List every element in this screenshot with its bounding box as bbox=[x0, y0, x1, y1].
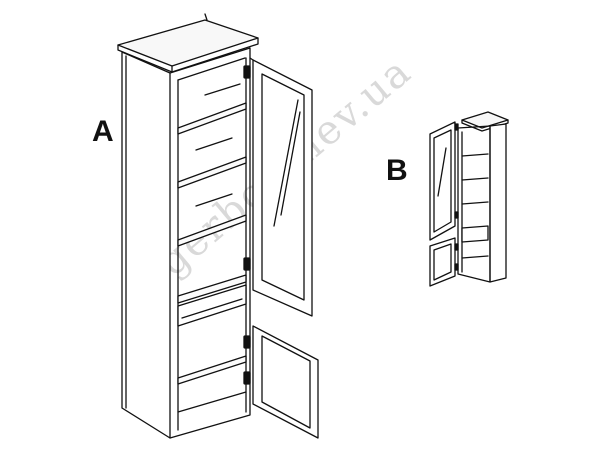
cabinet-a-shelves bbox=[177, 83, 247, 413]
cabinet-a-frame bbox=[169, 47, 251, 439]
label-b: B bbox=[386, 154, 408, 187]
cabinet-a-side bbox=[121, 51, 171, 439]
cabinet-b bbox=[429, 111, 509, 287]
cabinet-a-lower-door bbox=[252, 325, 319, 439]
cabinet-a-glass-door bbox=[249, 57, 313, 317]
label-a: A bbox=[92, 115, 114, 148]
cabinet-a-hinges bbox=[243, 65, 251, 385]
cabinet-a bbox=[117, 13, 319, 439]
